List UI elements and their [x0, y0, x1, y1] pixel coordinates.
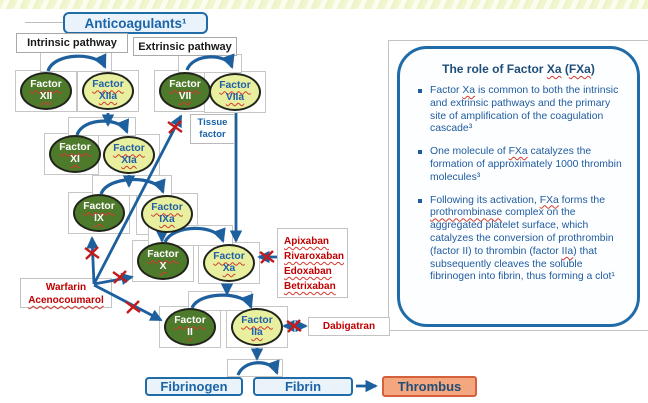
fibrin-box: Fibrin [253, 377, 353, 396]
factor-xa-info-panel: The role of Factor Xa (FXa) Factor Xa is… [397, 46, 640, 327]
fibrinogen-box: Fibrinogen [145, 377, 243, 396]
warfarin-drug-box: Warfarin Acenocoumarol [20, 278, 112, 308]
panel-bullet: Following its activation, FXa forms the … [418, 195, 623, 285]
slide-top-border [0, 0, 648, 9]
factor-xa-inhibitors-box: Apixaban Rivaroxaban Edoxaban Betrixaban [277, 228, 348, 298]
anticoagulants-title: Anticoagulants¹ [84, 15, 187, 31]
panel-bullet: One molecule of FXa catalyzes the format… [418, 146, 623, 184]
arc-backing-rect [40, 52, 112, 72]
thrombus-box: Thrombus [382, 376, 477, 397]
panel-bullet-list: Factor Xa is common to both the intrinsi… [400, 85, 637, 284]
tissue-factor-label: Tissue factor [190, 114, 235, 144]
dabigatran-drug-box: Dabigatran [308, 317, 390, 336]
divider-line [25, 22, 63, 23]
panel-title: The role of Factor Xa (FXa) [442, 62, 595, 76]
bullet-square-icon [418, 198, 422, 203]
arc-backing-rect [227, 359, 283, 377]
anticoagulants-title-box: Anticoagulants¹ [63, 12, 208, 34]
extrinsic-pathway-label: Extrinsic pathway [133, 37, 237, 56]
arc-backing-rect [178, 54, 242, 73]
panel-bullet: Factor Xa is common to both the intrinsi… [418, 85, 623, 136]
arc-backing-rect [68, 117, 136, 136]
bullet-square-icon [418, 89, 422, 93]
intrinsic-pathway-label: Intrinsic pathway [16, 33, 128, 53]
arc-backing-rect [92, 175, 172, 196]
bullet-square-icon [418, 150, 422, 155]
